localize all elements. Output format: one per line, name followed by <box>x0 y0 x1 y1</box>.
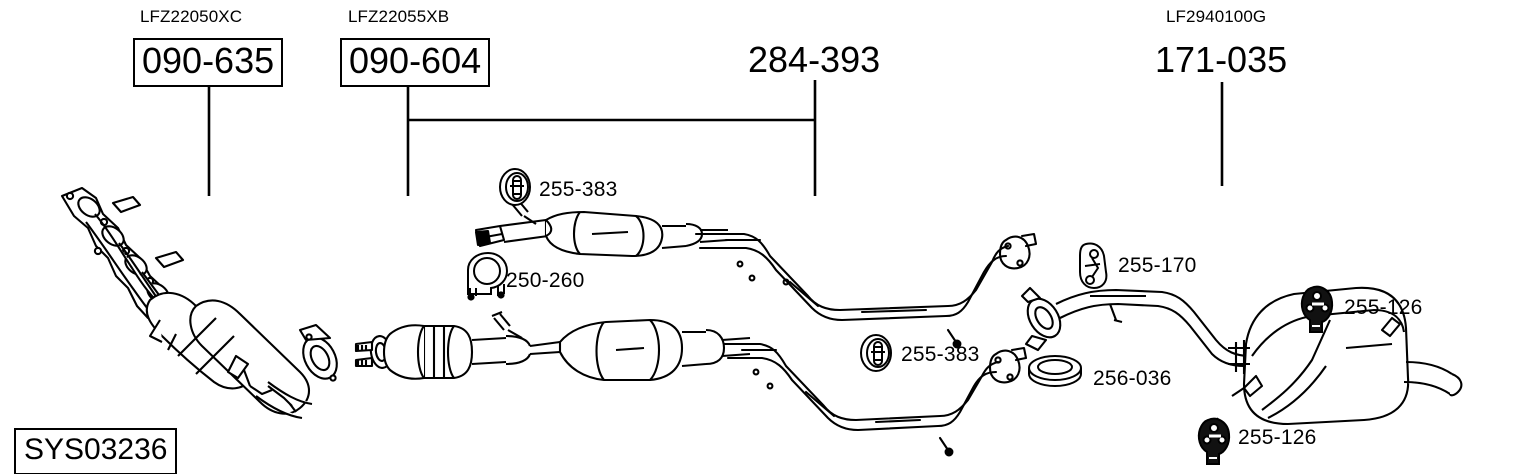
callout-number-256-036[interactable]: 256-036 <box>1093 367 1172 390</box>
component-exhaust-manifold-with-catalyst <box>60 186 338 428</box>
oem-code-lfz22055xb: LFZ22055XB <box>348 7 450 26</box>
system-code-box[interactable]: SYS03236 <box>14 428 178 474</box>
callout-number-255-383-lower[interactable]: 255-383 <box>901 343 980 366</box>
callout-number-255-126-right[interactable]: 255-126 <box>1344 296 1423 319</box>
part-number-284-393[interactable]: 284-393 <box>748 39 881 80</box>
rubber-mount-icon <box>1197 417 1231 465</box>
component-upper-intermediate-pipe <box>694 232 1038 349</box>
part-number-090-635[interactable]: 090-635 <box>133 38 284 87</box>
component-upper-front-pipe-with-resonator <box>474 197 729 258</box>
callout-number-255-170[interactable]: 255-170 <box>1118 254 1197 277</box>
callout-number-250-260[interactable]: 250-260 <box>506 269 585 292</box>
mount-bracket-icon <box>1079 242 1108 290</box>
callout-number-255-126-bottom[interactable]: 255-126 <box>1238 426 1317 449</box>
u-bolt-clamp-icon <box>467 251 509 301</box>
component-lower-catalytic-converter-with-resonator <box>354 311 751 382</box>
component-lower-intermediate-pipe <box>722 342 1028 457</box>
rubber-hanger-icon <box>499 168 531 206</box>
callout-number-255-383-upper[interactable]: 255-383 <box>539 178 618 201</box>
gasket-ring-icon <box>1028 355 1082 387</box>
oem-code-lf2940100g: LF2940100G <box>1166 7 1267 26</box>
rubber-hanger-icon <box>860 334 892 372</box>
rubber-mount-icon <box>1300 285 1334 333</box>
oem-code-lfz22050xc: LFZ22050XC <box>140 7 243 26</box>
part-number-090-604[interactable]: 090-604 <box>340 38 491 87</box>
part-number-171-035[interactable]: 171-035 <box>1155 39 1288 80</box>
